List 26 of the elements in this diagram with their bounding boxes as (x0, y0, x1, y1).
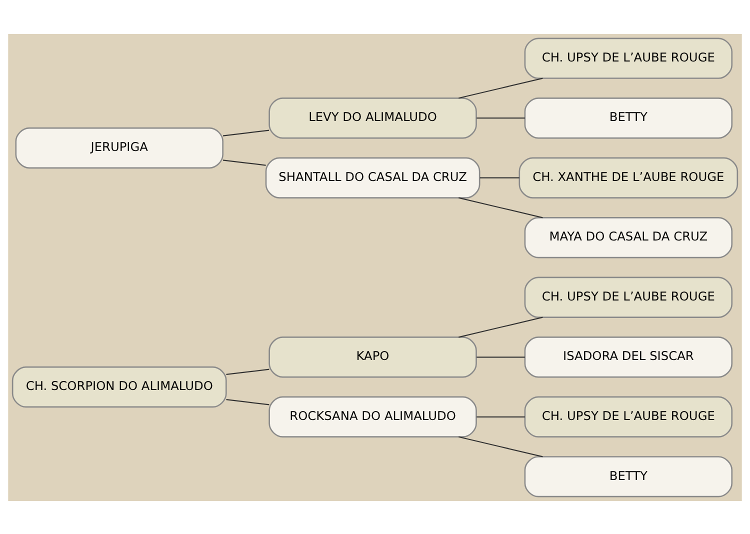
node-box: JERUPIGA (15, 126, 224, 168)
node-box: BETTY (524, 456, 733, 497)
connector (222, 129, 270, 136)
node-box: CH. UPSY DE L’AUBE ROUGE (524, 276, 733, 318)
node-box: CH. XANTHE DE L’AUBE ROUGE (518, 156, 738, 198)
connector (458, 196, 543, 218)
node-box: CH. UPSY DE L’AUBE ROUGE (524, 396, 733, 437)
node-box: ROCKSANA DO ALIMALUDO (268, 396, 477, 437)
connector (222, 159, 266, 166)
node-box: KAPO (268, 336, 477, 378)
node-box: CH. SCORPION DO ALIMALUDO (12, 366, 227, 408)
node-box: MAYA DO CASAL DA CRUZ (524, 216, 733, 258)
node-box: BETTY (524, 97, 733, 138)
node-box: ISADORA DEL SISCAR (524, 336, 733, 378)
node-box: LEVY DO ALIMALUDO (268, 97, 477, 138)
connector (458, 436, 543, 457)
node-box: SHANTALL DO CASAL DA CRUZ (265, 156, 480, 198)
connector (226, 398, 270, 405)
connector (458, 77, 543, 98)
connector (226, 368, 270, 374)
connector (476, 117, 525, 118)
connector (476, 416, 525, 417)
connector (480, 176, 520, 178)
node-box: CH. UPSY DE L’AUBE ROUGE (524, 37, 733, 78)
connector (476, 356, 525, 358)
connector (458, 316, 543, 338)
